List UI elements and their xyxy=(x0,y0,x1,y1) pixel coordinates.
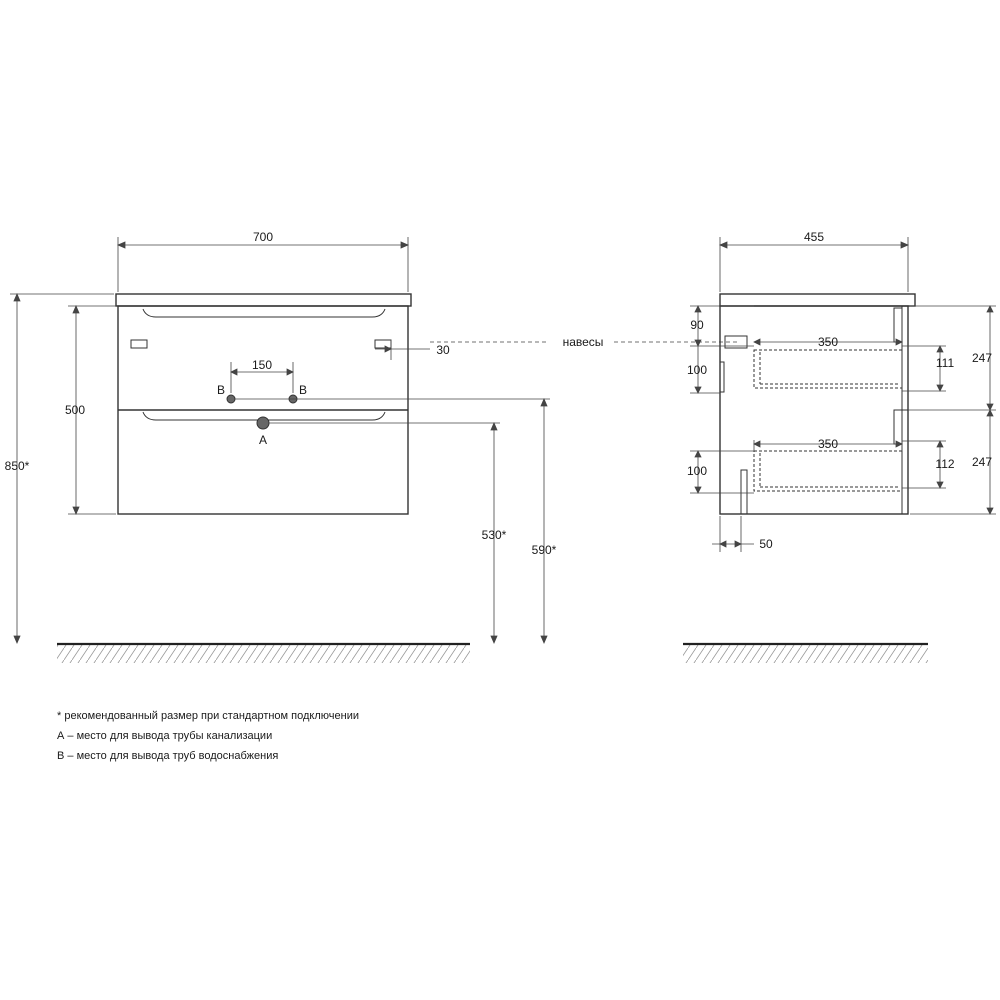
floor-hatch-side xyxy=(683,645,928,663)
side-bottom-drawer xyxy=(753,450,903,492)
dim-height-b-590: 590* xyxy=(532,543,557,557)
dim-front-height-500: 500 xyxy=(65,403,85,417)
side-rear-bracket-bottom xyxy=(740,469,748,515)
dim-bottom-drawer-depth-350: 350 xyxy=(818,437,838,451)
dim-top-drawer-depth-350: 350 xyxy=(818,335,838,349)
dim-rear-offset-50: 50 xyxy=(759,537,773,551)
dim-top-drawer-height-111: 111 xyxy=(936,356,955,370)
side-bottom-handle xyxy=(893,409,903,445)
note-recommended: * рекомендованный размер при стандартном… xyxy=(57,710,359,722)
dim-pipe-spacing-150: 150 xyxy=(252,358,272,372)
note-a: А – место для вывода трубы канализации xyxy=(57,730,273,742)
side-view xyxy=(719,293,916,515)
dim-offset-30: 30 xyxy=(436,343,450,357)
label-a: A xyxy=(259,433,267,447)
hinges-label: навесы xyxy=(563,335,604,349)
dim-bottom-drawer-gap-100: 100 xyxy=(687,464,707,478)
dim-depth-455: 455 xyxy=(804,230,824,244)
dim-top-gap-90: 90 xyxy=(690,318,704,332)
notes: * рекомендованный размер при стандартном… xyxy=(57,706,359,766)
label-b-right: B xyxy=(299,383,307,397)
front-hinge-left xyxy=(130,339,148,349)
note-b: В – место для вывода труб водоснабжения xyxy=(57,750,279,762)
front-view xyxy=(115,293,412,515)
side-dimensions xyxy=(690,237,996,552)
dim-top-drawer-gap-100: 100 xyxy=(687,363,707,377)
front-dimensions xyxy=(10,237,738,645)
side-top-handle xyxy=(893,307,903,343)
side-countertop xyxy=(719,293,916,307)
pipe-outlet-b-left xyxy=(226,394,236,404)
dim-top-section-247: 247 xyxy=(972,351,992,365)
front-hinge-right xyxy=(374,339,392,349)
pipe-outlet-a xyxy=(256,416,270,430)
side-rear-bracket-top xyxy=(719,361,725,393)
side-cabinet-body xyxy=(719,305,909,515)
dim-bottom-section-247: 247 xyxy=(972,455,992,469)
front-top-handle xyxy=(142,308,386,318)
dim-bottom-drawer-height-112: 112 xyxy=(935,457,954,471)
front-countertop xyxy=(115,293,412,307)
dim-height-a-530: 530* xyxy=(482,528,507,542)
side-hinge xyxy=(724,335,748,349)
dim-width-700: 700 xyxy=(253,230,273,244)
floor xyxy=(57,642,928,663)
side-top-drawer xyxy=(753,349,903,389)
floor-hatch-front xyxy=(57,645,470,663)
label-b-left: B xyxy=(217,383,225,397)
dim-total-height-850: 850* xyxy=(5,459,30,473)
